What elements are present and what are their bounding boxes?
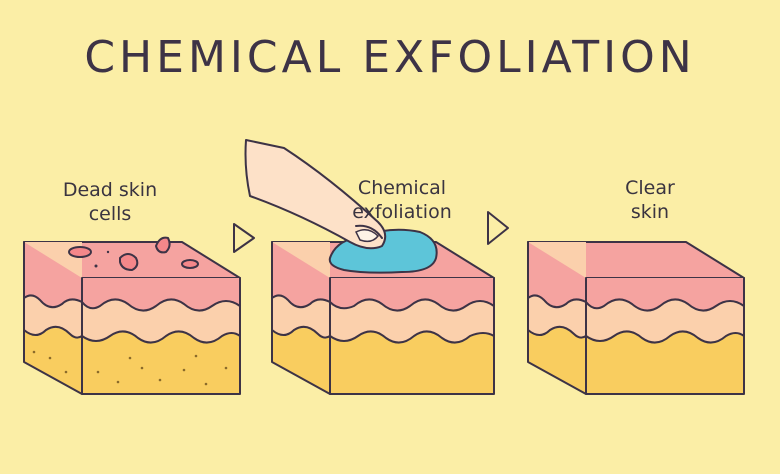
- front-subcutis: [24, 326, 82, 394]
- skin-block-chemical-exfoliation: [244, 139, 495, 395]
- step-label-line: cells: [88, 203, 132, 225]
- step-label-line: Dead skin: [62, 179, 158, 201]
- skin-block-clear-skin: [527, 241, 745, 395]
- finger-icon: [244, 139, 387, 250]
- front-epidermis: [24, 242, 82, 308]
- dead-skin-flake-icon: [68, 236, 199, 271]
- step-label-line: exfoliation: [352, 201, 452, 223]
- step-label-line: Clear: [625, 177, 675, 199]
- side-subcutis: [82, 331, 240, 394]
- skin-block-dead-cells: [23, 236, 241, 395]
- arrow-right-icon: [233, 223, 255, 253]
- arrow-right-icon: [487, 211, 509, 245]
- step-label-line: Chemical: [357, 177, 447, 199]
- step-label-line: skin: [630, 201, 670, 223]
- step-label-clear-skin: Clear skin: [580, 176, 720, 224]
- step-label-chemical-exfoliation: Chemical exfoliation: [332, 176, 472, 224]
- page-title: CHEMICAL EXFOLIATION: [84, 32, 696, 83]
- step-label-dead-skin: Dead skin cells: [40, 178, 180, 226]
- side-epidermis: [82, 278, 240, 311]
